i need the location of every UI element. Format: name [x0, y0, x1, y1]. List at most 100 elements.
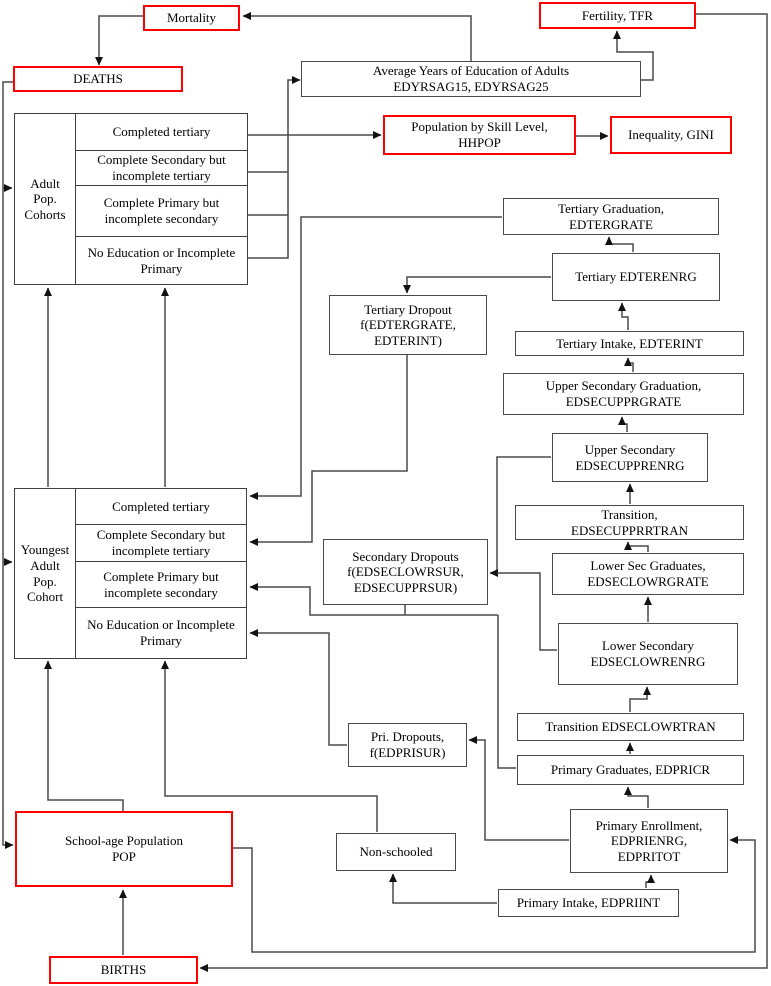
- edge-tertintake-to-tertenrg: [618, 302, 629, 330]
- node-average-years-education-line2: EDYRSAG15, EDYRSAG25: [393, 79, 549, 94]
- node-school-age-population: School-age Population POP: [15, 811, 233, 887]
- table-youngest-adult-pop-cohort-label: Youngest Adult Pop. Cohort: [15, 489, 76, 658]
- node-upper-secondary-line2: EDSECUPPRENRG: [575, 457, 685, 473]
- node-mortality-label: Mortality: [166, 10, 217, 26]
- node-transition-lower: Transition EDSECLOWRTRAN: [517, 713, 744, 741]
- edge-pop-to-primary-enrollment: [233, 836, 756, 953]
- edge-education-to-mortality: [242, 12, 472, 61]
- node-tertiary-enrollment: Tertiary EDTERENRG: [552, 253, 720, 301]
- node-pri-dropouts: Pri. Dropouts, f(EDPRISUR): [348, 723, 467, 767]
- node-primary-intake-label: Primary Intake, EDPRIINT: [516, 895, 661, 911]
- node-population-by-skill: Population by Skill Level, HHPOP: [383, 115, 576, 155]
- table-youngest-adult-pop-cohort: Youngest Adult Pop. Cohort Completed ter…: [14, 488, 247, 659]
- node-primary-enrollment-line3: EDPRITOT: [617, 848, 681, 864]
- edge-mortality-to-deaths: [95, 15, 143, 66]
- node-tertiary-graduation-line1: Tertiary Graduation,: [558, 200, 664, 216]
- node-non-schooled: Non-schooled: [336, 833, 456, 871]
- node-fertility-label: Fertility, TFR: [581, 7, 654, 23]
- node-lower-secondary-line1: Lower Secondary: [601, 638, 695, 654]
- node-population-by-skill-line2: HHPOP: [458, 135, 501, 150]
- node-births-label: BIRTHS: [100, 962, 147, 978]
- edge-tertenrg-to-tertdropout: [403, 276, 551, 294]
- node-births: BIRTHS: [49, 956, 198, 984]
- edge-translower-to-lowersec: [629, 686, 651, 712]
- node-transition-upper-line1: Transition,: [601, 506, 658, 522]
- node-primary-enrollment-line2: EDPRIENRG,: [610, 833, 688, 849]
- node-tertiary-dropout-line2: f(EDTERGRATE,: [360, 317, 456, 333]
- node-upper-secondary: Upper Secondary EDSECUPPRENRG: [552, 433, 708, 482]
- table-row: Completed tertiary: [76, 114, 247, 151]
- edge-primgrad-to-corridor: [497, 615, 516, 769]
- node-average-years-education-line1: Average Years of Education of Adults: [372, 63, 570, 79]
- node-upper-secondary-graduation-line2: EDSECUPPRGRATE: [565, 394, 682, 409]
- node-transition-lower-label: Transition EDSECLOWRTRAN: [545, 719, 716, 735]
- table-row: No Education or Incomplete Primary: [87, 617, 235, 648]
- node-secondary-dropouts: Secondary Dropouts f(EDSECLOWRSUR, EDSEC…: [323, 539, 488, 605]
- node-upper-secondary-line1: Upper Secondary: [584, 441, 676, 457]
- table-row: Completed tertiary: [76, 489, 246, 525]
- edge-tertenrg-to-tertgrad: [605, 236, 634, 252]
- table-youngest-adult-pop-cohort-rows: Completed tertiary Complete Secondary bu…: [76, 489, 246, 658]
- edge-usg-to-tertintake: [624, 357, 634, 372]
- node-primary-intake: Primary Intake, EDPRIINT: [498, 889, 679, 917]
- node-upper-secondary-graduation-line1: Upper Secondary Graduation,: [545, 378, 702, 394]
- table-row: Complete Primary but incomplete secondar…: [76, 562, 246, 608]
- node-lower-secondary: Lower Secondary EDSECLOWRENRG: [558, 623, 738, 685]
- node-upper-secondary-graduation: Upper Secondary Graduation, EDSECUPPRGRA…: [503, 373, 744, 415]
- node-inequality-gini-label: Inequality, GINI: [628, 127, 714, 143]
- edge-pop-to-youngest: [44, 660, 124, 811]
- edge-tertdropout-to-youngest-row2: [249, 355, 408, 546]
- node-school-age-population-line1: School-age Population: [64, 833, 184, 849]
- node-tertiary-graduation: Tertiary Graduation, EDTERGRATE: [503, 198, 719, 235]
- node-secondary-dropouts-line1: Secondary Dropouts: [352, 548, 459, 564]
- node-tertiary-dropout: Tertiary Dropout f(EDTERGRATE, EDTERINT): [329, 295, 487, 355]
- node-secondary-dropouts-line2: f(EDSECLOWRSUR,: [347, 564, 464, 580]
- node-lower-sec-graduates-line2: EDSECLOWRGRATE: [587, 574, 709, 589]
- edge-education-to-fertility: [613, 30, 654, 81]
- node-tertiary-dropout-line3: EDTERINT): [374, 332, 442, 348]
- edge-tertgrad-to-youngest-row1: [249, 216, 502, 500]
- edge-primenroll-to-primgrad: [624, 786, 649, 808]
- node-tertiary-graduation-line2: EDTERGRATE: [569, 216, 653, 232]
- edge-lowersec-to-secdropouts: [497, 572, 557, 651]
- edge-deaths-down-line: [2, 81, 14, 849]
- node-transition-upper: Transition, EDSECUPPRRTRAN: [515, 505, 744, 540]
- node-secondary-dropouts-line3: EDSECUPPRSUR): [353, 579, 458, 595]
- node-primary-enrollment: Primary Enrollment, EDPRIENRG, EDPRITOT: [570, 809, 728, 873]
- node-population-by-skill-line1: Population by Skill Level,: [411, 119, 548, 135]
- edge-uppersec-to-usg: [618, 416, 628, 432]
- table-adult-pop-cohorts-rows: Completed tertiary Complete Secondary bu…: [76, 114, 247, 284]
- edge-fertility-to-births: [199, 13, 768, 972]
- node-deaths-label: DEATHS: [73, 71, 123, 87]
- node-transition-upper-line2: EDSECUPPRRTRAN: [571, 522, 688, 538]
- edge-primintake-to-nonschooled: [389, 873, 497, 904]
- node-lower-sec-graduates: Lower Sec Graduates, EDSECLOWRGRATE: [552, 553, 744, 595]
- edge-adultrows-to-education: [248, 76, 301, 259]
- node-primary-graduates-label: Primary Graduates, EDPRICR: [550, 762, 711, 778]
- edge-primintake-to-primenroll: [645, 874, 655, 888]
- table-row: Complete Secondary but incomplete tertia…: [76, 525, 246, 562]
- node-tertiary-enrollment-label: Tertiary EDTERENRG: [575, 269, 697, 285]
- node-school-age-population-line2: POP: [112, 849, 136, 864]
- table-row: Complete Primary but incomplete secondar…: [76, 186, 247, 237]
- node-mortality: Mortality: [143, 5, 240, 31]
- node-primary-enrollment-line1: Primary Enrollment,: [595, 817, 703, 833]
- edge-nonschooled-to-youngest: [161, 660, 378, 832]
- table-row: Complete Secondary but incomplete tertia…: [76, 151, 247, 186]
- edge-uppersec-to-secdropouts: [489, 456, 551, 577]
- node-tertiary-dropout-line1: Tertiary Dropout: [364, 301, 452, 317]
- edge-primenroll-to-pridropouts: [468, 736, 569, 841]
- edge-lsg-to-transupper: [624, 541, 649, 552]
- node-non-schooled-label: Non-schooled: [359, 844, 433, 860]
- node-pri-dropouts-line2: f(EDPRISUR): [369, 745, 446, 760]
- table-adult-pop-cohorts-label: Adult Pop. Cohorts: [15, 114, 76, 284]
- node-tertiary-intake: Tertiary Intake, EDTERINT: [515, 331, 744, 356]
- node-inequality-gini: Inequality, GINI: [610, 116, 732, 154]
- node-deaths: DEATHS: [13, 66, 183, 92]
- node-tertiary-intake-label: Tertiary Intake, EDTERINT: [556, 335, 703, 351]
- edge-pridropouts-to-youngest-row4: [249, 629, 347, 746]
- table-row: No Education or Incomplete Primary: [87, 244, 236, 276]
- table-adult-pop-cohorts: Adult Pop. Cohorts Completed tertiary Co…: [14, 113, 248, 285]
